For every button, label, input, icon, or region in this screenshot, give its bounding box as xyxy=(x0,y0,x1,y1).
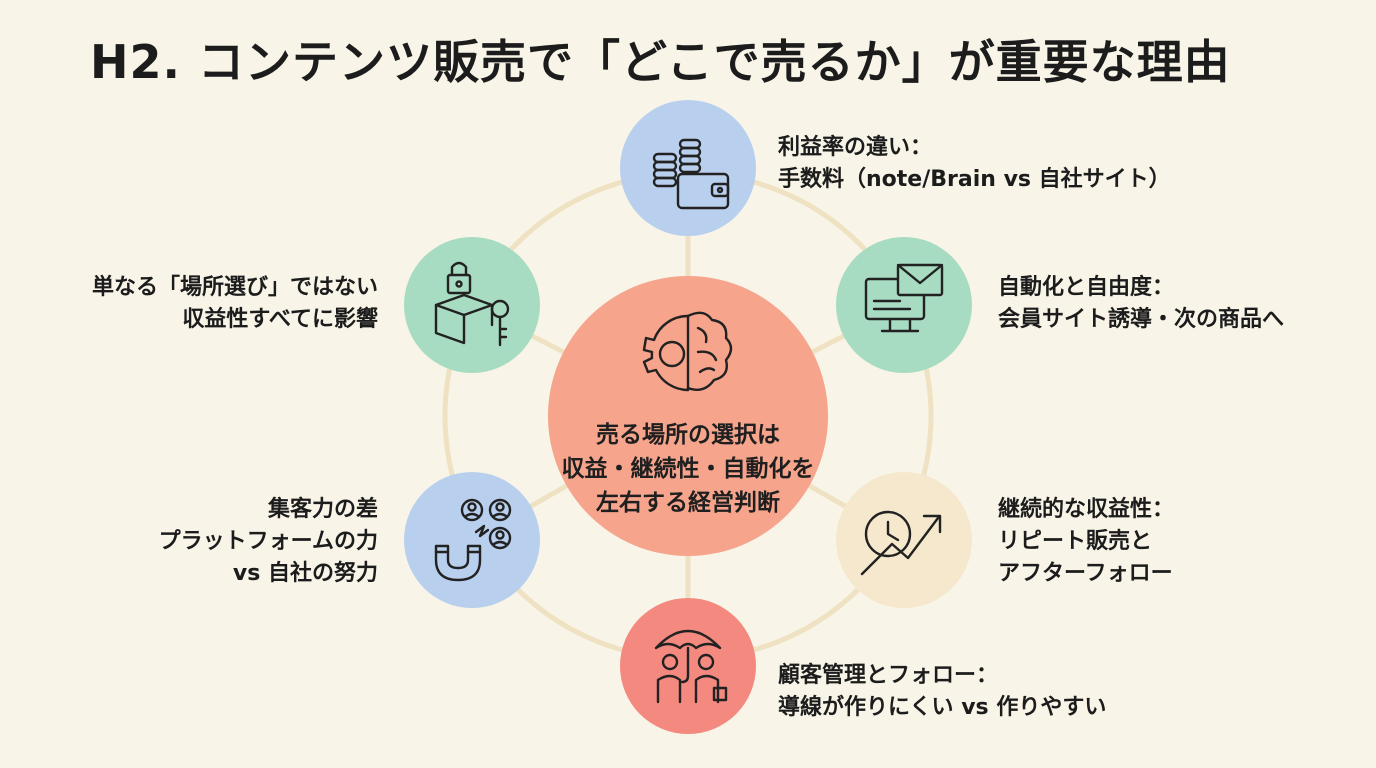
label-line: 自動化と自由度： xyxy=(998,275,1175,300)
node-circle-not-just-place xyxy=(404,237,540,373)
node-circle-automation xyxy=(836,237,972,373)
center-statement: 売る場所の選択は 収益・継続性・自動化を 左右する経営判断 xyxy=(548,418,828,520)
clock-growth-icon xyxy=(860,510,942,576)
node-circle-profit-rate xyxy=(620,100,756,236)
label-line: 顧客管理とフォロー： xyxy=(778,663,999,688)
label-line: 導線が作りにくい vs 作りやすい xyxy=(778,695,1107,720)
label-customer-attraction: 集客力の差 プラットフォームの力 vs 自社の努力 xyxy=(159,494,378,590)
page-title: H2. コンテンツ販売で「どこで売るか」が重要な理由 xyxy=(90,35,1231,89)
label-line: vs 自社の努力 xyxy=(232,561,378,586)
center-line: 売る場所の選択は xyxy=(596,422,780,448)
label-not-just-place: 単なる「場所選び」ではない 収益性すべてに影響 xyxy=(92,272,378,336)
center-line: 左右する経営判断 xyxy=(596,490,780,516)
label-automation: 自動化と自由度： 会員サイト誘導・次の商品へ xyxy=(998,272,1284,336)
label-line: 単なる「場所選び」ではない xyxy=(91,275,378,300)
label-line: 集客力の差 xyxy=(267,497,378,522)
label-line: 収益性すべてに影響 xyxy=(182,307,378,332)
coins-wallet-icon xyxy=(652,138,730,210)
monitor-mail-icon xyxy=(864,263,944,333)
label-line: 利益率の違い： xyxy=(778,135,933,160)
label-line: プラットフォームの力 xyxy=(158,529,378,554)
node-circle-recurring-revenue xyxy=(836,472,972,608)
label-line: アフターフォロー xyxy=(998,561,1173,586)
label-customer-management: 顧客管理とフォロー： 導線が作りにくい vs 作りやすい xyxy=(778,660,1106,724)
label-line: 手数料（note/Brain vs 自社サイト） xyxy=(778,167,1171,192)
label-line: リピート販売と xyxy=(998,529,1153,554)
brain-gear-icon xyxy=(642,311,733,392)
center-circle xyxy=(548,276,828,556)
center-line: 収益・継続性・自動化を xyxy=(561,456,815,482)
node-circle-customer-attraction xyxy=(404,472,540,608)
label-line: 会員サイト誘導・次の商品へ xyxy=(998,307,1285,332)
label-recurring-revenue: 継続的な収益性： リピート販売と アフターフォロー xyxy=(998,494,1174,590)
label-line: 継続的な収益性： xyxy=(998,497,1175,522)
magnet-people-icon xyxy=(434,498,512,582)
umbrella-people-icon xyxy=(654,629,728,704)
lock-box-key-icon xyxy=(434,261,510,347)
label-profit-rate: 利益率の違い： 手数料（note/Brain vs 自社サイト） xyxy=(778,132,1171,196)
